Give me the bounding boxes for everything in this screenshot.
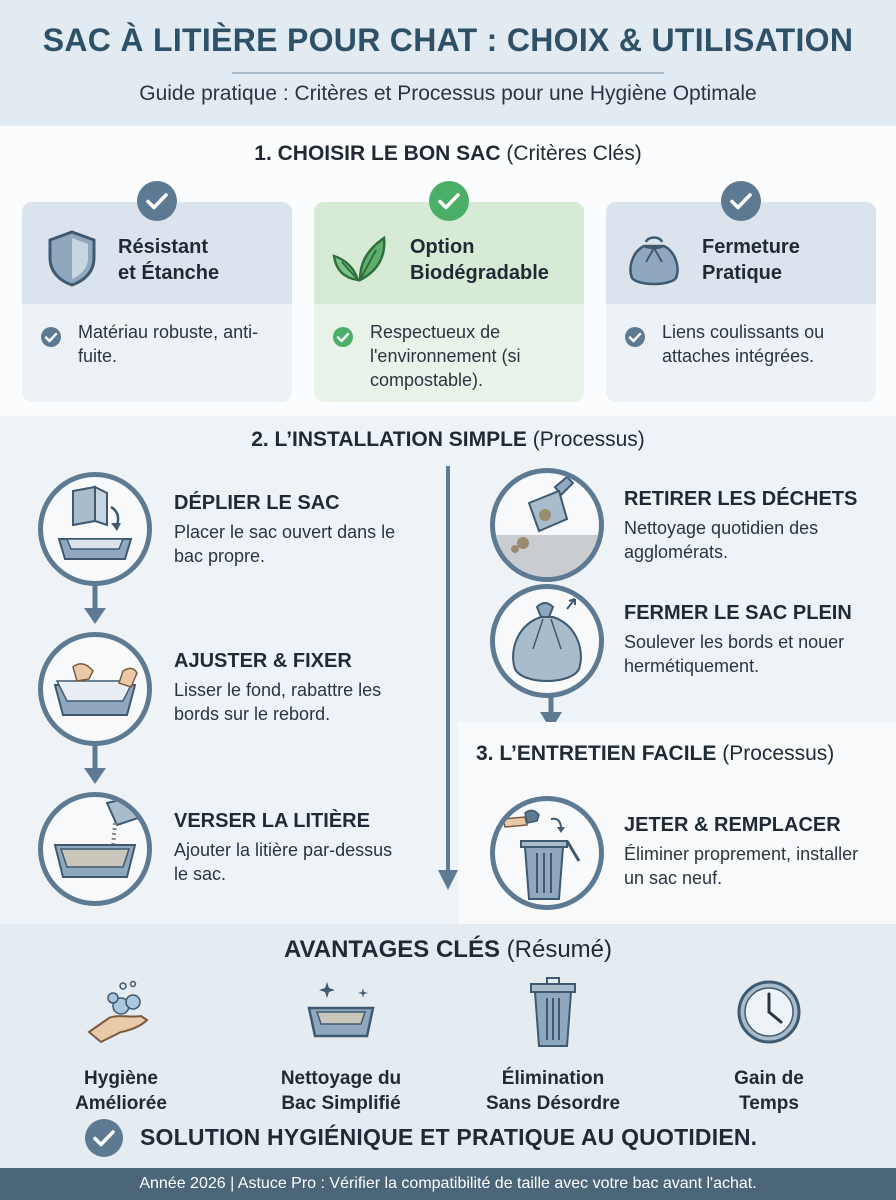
check-badge-icon (429, 181, 469, 221)
advantage-label: Hygiène Améliorée (75, 1068, 167, 1114)
clock-icon (737, 980, 801, 1044)
check-badge-icon (721, 181, 761, 221)
step-description: Éliminer proprement, installer un sac ne… (624, 844, 859, 888)
criteria-card-resistant: Résistant et Étanche Matériau robuste, a… (22, 202, 292, 402)
step-adjust-illustration (38, 632, 152, 746)
section2-heading: 2. L’INSTALLATION SIMPLE (Processus) (0, 428, 896, 452)
tied-bag-icon (512, 598, 582, 682)
summary-banner: SOLUTION HYGIÉNIQUE ET PRATIQUE AU QUOTI… (84, 1118, 824, 1157)
step-description: Lisser le fond, rabattre les bords sur l… (174, 680, 382, 724)
footer-tip: Année 2026 | Astuce Pro : Vérifier la co… (0, 1168, 896, 1200)
section-choose-bag: 1. CHOISIR LE BON SAC (Critères Clés) Ré… (0, 126, 896, 416)
leaf-icon (332, 235, 386, 283)
step-title: FERMER LE SAC PLEIN (624, 602, 852, 624)
trash-can-icon (530, 977, 576, 1047)
page-title: SAC À LITIÈRE POUR CHAT : CHOIX & UTILIS… (42, 22, 854, 58)
step-description: Nettoyage quotidien des agglomérats. (624, 518, 819, 562)
clean-litter-box-icon (307, 982, 375, 1038)
section2-heading-paren: (Processus) (532, 428, 645, 451)
unfold-bag-icon (57, 485, 133, 560)
step-title: DÉPLIER LE SAC (174, 492, 340, 514)
check-circle-icon (625, 327, 645, 347)
advantages-heading: AVANTAGES CLÉS (Résumé) (0, 936, 896, 964)
card-title: Résistant et Étanche (118, 236, 220, 284)
section3-heading: 3. L’ENTRETIEN FACILE (Processus) (476, 742, 834, 766)
card-description: Liens coulissants ou attaches intégrées. (662, 322, 825, 366)
advantage-item: Nettoyage du Bac Simplifié (246, 976, 436, 1116)
page-subtitle: Guide pratique : Critères et Processus p… (139, 82, 757, 105)
pour-litter-icon (53, 797, 143, 878)
criteria-card-closure: Fermeture Pratique Liens coulissants ou … (606, 202, 876, 402)
step-close-bag-illustration (490, 584, 604, 698)
check-circle-icon (333, 327, 353, 347)
advantage-item: Gain de Temps (674, 976, 864, 1116)
step-title: JETER & REMPLACER (624, 814, 841, 836)
card-description: Matériau robuste, anti-fuite. (78, 322, 259, 366)
advantage-label: Gain de Temps (734, 1068, 804, 1114)
advantage-label: Nettoyage du Bac Simplifié (280, 1068, 402, 1114)
step-title: RETIRER LES DÉCHETS (624, 488, 858, 510)
shield-icon (48, 230, 96, 287)
advantage-item: Élimination Sans Désordre (458, 976, 648, 1116)
step-remove-waste-illustration (490, 468, 604, 582)
title-divider (232, 72, 664, 74)
header: SAC À LITIÈRE POUR CHAT : CHOIX & UTILIS… (0, 0, 896, 126)
advantages-heading-bold: AVANTAGES CLÉS (283, 936, 500, 963)
step-pour-illustration (38, 792, 152, 906)
step-description: Soulever les bords et nouer hermétiqueme… (624, 632, 845, 676)
section2-heading-bold: 2. L’INSTALLATION SIMPLE (251, 428, 527, 451)
center-flow-arrow (438, 466, 458, 890)
step-title: VERSER LA LITIÈRE (174, 810, 370, 832)
section1-heading: 1. CHOISIR LE BON SAC (Critères Clés) (0, 142, 896, 166)
advantages-heading-paren: (Résumé) (506, 936, 613, 963)
litter-scoop-icon (495, 475, 599, 577)
section-installation: 2. L’INSTALLATION SIMPLE (Processus) 3. … (0, 416, 896, 924)
check-circle-icon (41, 327, 61, 347)
step-description: Placer le sac ouvert dans le bac propre. (174, 522, 396, 566)
advantage-item: Hygiène Améliorée (26, 976, 216, 1116)
summary-banner-text: SOLUTION HYGIÉNIQUE ET PRATIQUE AU QUOTI… (140, 1124, 758, 1150)
section3-heading-bold: 3. L’ENTRETIEN FACILE (476, 742, 717, 765)
step-title: AJUSTER & FIXER (174, 650, 352, 672)
card-description: Respectueux de l'environnement (si compo… (370, 322, 521, 390)
dispose-bin-icon (502, 809, 581, 900)
step-description: Ajouter la litière par-dessus le sac. (174, 840, 393, 884)
card-title: Fermeture Pratique (702, 236, 800, 284)
adjust-bag-icon (53, 663, 138, 716)
step-dispose-illustration (490, 796, 604, 910)
step-unfold-illustration (38, 472, 152, 586)
check-circle-icon (85, 1119, 123, 1157)
section1-heading-paren: (Critères Clés) (506, 142, 642, 165)
advantage-label: Élimination Sans Désordre (485, 1068, 621, 1114)
section1-heading-bold: 1. CHOISIR LE BON SAC (254, 142, 501, 165)
check-badge-icon (137, 181, 177, 221)
washing-hands-icon (87, 980, 149, 1044)
section-advantages: AVANTAGES CLÉS (Résumé) Hygiène Amélioré… (0, 924, 896, 1168)
drawstring-bag-icon (629, 236, 679, 286)
criteria-card-biodegradable: Option Biodégradable Respectueux de l'en… (314, 202, 584, 402)
section3-heading-paren: (Processus) (722, 742, 835, 765)
card-title: Option Biodégradable (410, 236, 549, 284)
